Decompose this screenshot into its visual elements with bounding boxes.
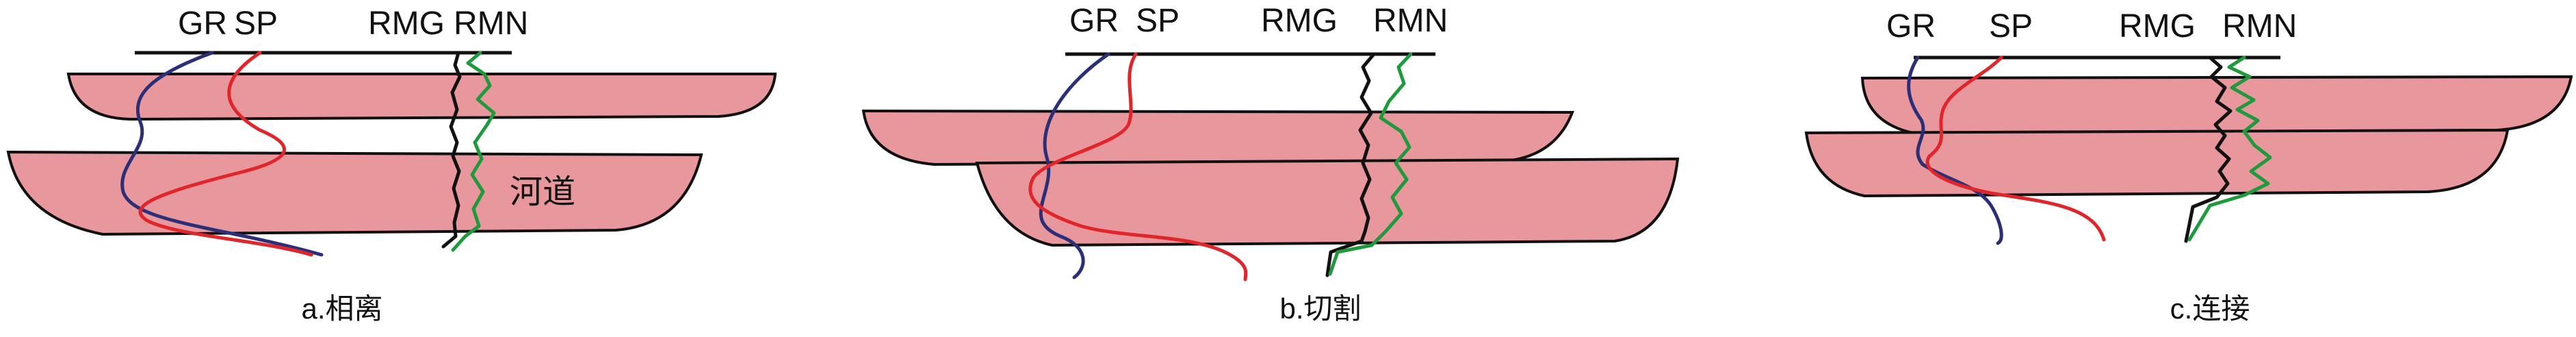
panel-b-lower-channel <box>975 157 1680 247</box>
panel-a-gr-label: GR <box>178 5 227 42</box>
panel-b-rmg-label: RMG <box>1261 3 1338 39</box>
panel-a-upper-channel <box>66 73 777 121</box>
panel-c-rmn-curve <box>2187 55 2272 242</box>
panel-b-gr-label: GR <box>1069 3 1119 39</box>
panel-c-gr-curve <box>1907 55 2003 245</box>
panel-a-caption: a.相离 <box>301 292 382 325</box>
panel-c: GR SP RMG RMN c.连接 <box>1804 8 2573 325</box>
panel-c-rmg-label: RMG <box>2119 8 2196 45</box>
panel-b: GR SP RMG RMN b.切割 <box>861 3 1680 325</box>
panel-b-rmn-curve <box>1328 52 1413 276</box>
panel-a-rmn-curve <box>451 51 496 252</box>
panel-a-sp-curve <box>138 51 313 257</box>
panel-b-sp-label: SP <box>1136 3 1180 39</box>
panel-c-lower-channel <box>1804 128 2510 198</box>
panel-b-caption: b.切割 <box>1279 292 1361 325</box>
panel-a-rmg-label: RMG <box>368 5 445 42</box>
panel-a: GR SP RMG RMN 河道 a.相离 <box>6 5 777 325</box>
panel-b-gr-curve <box>1039 52 1110 279</box>
panel-a-lower-channel <box>6 150 703 236</box>
panel-b-upper-channel <box>861 109 1574 166</box>
panel-b-rmn-label: RMN <box>1373 3 1448 39</box>
panel-b-sp-curve <box>1028 52 1248 282</box>
panel-b-rmg-curve <box>1325 52 1376 277</box>
panel-a-gr-curve <box>120 51 324 257</box>
panel-a-channel-label: 河道 <box>510 174 575 210</box>
panel-a-rmn-label: RMN <box>454 5 528 42</box>
panel-c-gr-label: GR <box>1886 8 1936 45</box>
panel-c-sp-curve <box>1925 55 2106 242</box>
panel-c-caption: c.连接 <box>2170 292 2250 325</box>
panel-c-rmn-label: RMN <box>2222 8 2297 45</box>
panel-a-rmg-curve <box>441 51 462 249</box>
panel-a-sp-label: SP <box>234 5 278 42</box>
panel-c-rmg-curve <box>2184 55 2233 243</box>
panel-c-sp-label: SP <box>1989 8 2033 45</box>
